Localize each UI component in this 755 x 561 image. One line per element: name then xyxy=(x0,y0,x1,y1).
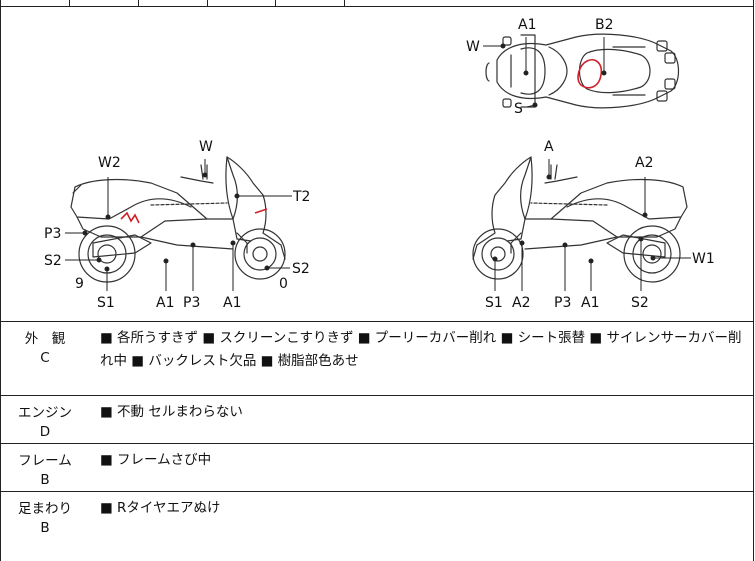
motorcycle-diagram: A1 B2 W S W W2 T2 P3 S2 S2 9 S1 A1 P3 A1… xyxy=(44,17,715,311)
left-view-label: T2 xyxy=(292,189,310,205)
condition-notes: ■ 不動 セルまわらない xyxy=(100,404,243,420)
left-view-label: S2 xyxy=(292,261,310,277)
grade-label: D xyxy=(39,424,51,440)
right-view-label: A1 xyxy=(581,295,599,311)
left-view-label: 9 xyxy=(75,276,84,292)
right-view-label: A2 xyxy=(512,295,530,311)
condition-row-frame: フレーム B ■ フレームさび中 xyxy=(0,444,754,492)
right-view-label: A xyxy=(544,139,554,155)
damage-diagram-area: A1 B2 W S W W2 T2 P3 S2 S2 9 S1 A1 P3 A1… xyxy=(0,7,754,322)
right-view-label: P3 xyxy=(554,295,571,311)
top-view-label: W xyxy=(466,39,480,55)
left-view-label: P3 xyxy=(183,295,200,311)
top-view-label: B2 xyxy=(595,17,614,33)
grade-label: C xyxy=(40,350,50,366)
left-view-label: S2 xyxy=(44,253,62,269)
top-view-outline xyxy=(485,33,680,109)
right-view-label: W1 xyxy=(692,251,715,267)
condition-table: 外 観 C ■ 各所うすきず ■ スクリーンこすりきず ■ プーリーカバー削れ … xyxy=(0,322,754,561)
left-view-label: W xyxy=(199,139,213,155)
top-table-strip xyxy=(0,0,754,7)
left-view-label: S1 xyxy=(97,295,115,311)
grade-label: B xyxy=(40,520,50,536)
category-label: 足まわり xyxy=(18,501,72,517)
category-label: 外 観 xyxy=(24,331,66,347)
left-view-label: A1 xyxy=(156,295,174,311)
top-view-label: A1 xyxy=(518,17,536,33)
condition-row-engine: エンジン D ■ 不動 セルまわらない xyxy=(0,396,754,444)
left-view-label: A1 xyxy=(223,295,241,311)
right-view-label: S2 xyxy=(631,295,649,311)
condition-notes: ■ フレームさび中 xyxy=(100,452,212,468)
grade-label: B xyxy=(40,472,50,488)
category-label: エンジン xyxy=(18,405,72,421)
right-view-label: S1 xyxy=(485,295,503,311)
left-view-outline xyxy=(70,156,286,283)
condition-notes: ■ 各所うすきず ■ スクリーンこすりきず ■ プーリーカバー削れ ■ シート張… xyxy=(100,330,742,369)
condition-row-suspension: 足まわり B ■ Rタイヤエアぬけ xyxy=(0,492,754,561)
right-view-label: A2 xyxy=(635,155,653,171)
category-label: フレーム xyxy=(18,453,72,469)
damage-marks xyxy=(120,59,603,224)
left-view-label: 0 xyxy=(279,276,288,292)
left-view-label: P3 xyxy=(44,226,61,242)
right-view-outline xyxy=(472,156,688,283)
top-view-label: S xyxy=(514,101,523,117)
condition-row-exterior: 外 観 C ■ 各所うすきず ■ スクリーンこすりきず ■ プーリーカバー削れ … xyxy=(0,322,754,396)
left-view-label: W2 xyxy=(98,155,121,171)
condition-notes: ■ Rタイヤエアぬけ xyxy=(100,500,221,516)
